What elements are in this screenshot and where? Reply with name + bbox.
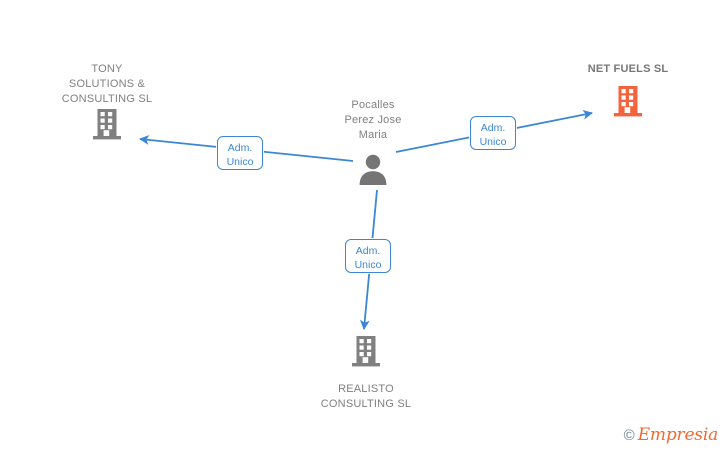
node-tony-solutions[interactable]: TONY SOLUTIONS & CONSULTING SL [41,62,173,146]
node-pocalles-perez[interactable]: Pocalles Perez Jose Maria [313,98,433,190]
edge-label-adm-unico-tony[interactable]: Adm. Unico [217,136,263,170]
edge-label-adm-unico-realisto[interactable]: Adm. Unico [345,239,391,273]
empresia-brand-text: Empresia [637,425,718,445]
node-label-net-fuels: NET FUELS SL [587,63,669,75]
edge-label-adm-unico-net-fuels[interactable]: Adm. Unico [470,116,516,150]
node-net-fuels[interactable]: NET FUELS SL [563,62,693,123]
person-icon [313,153,433,190]
copyright-icon: © [623,427,635,444]
node-realisto-consulting[interactable]: REALISTO CONSULTING SL [300,334,432,412]
node-label-realisto-consulting: REALISTO CONSULTING SL [320,383,412,410]
node-label-tony-solutions: TONY SOLUTIONS & CONSULTING SL [61,63,153,105]
node-label-pocalles-perez: Pocalles Perez Jose Maria [344,99,402,141]
building-icon-highlighted [563,84,693,123]
building-icon [41,107,173,146]
building-icon [300,334,432,373]
empresia-watermark: © Empresia [623,425,719,445]
